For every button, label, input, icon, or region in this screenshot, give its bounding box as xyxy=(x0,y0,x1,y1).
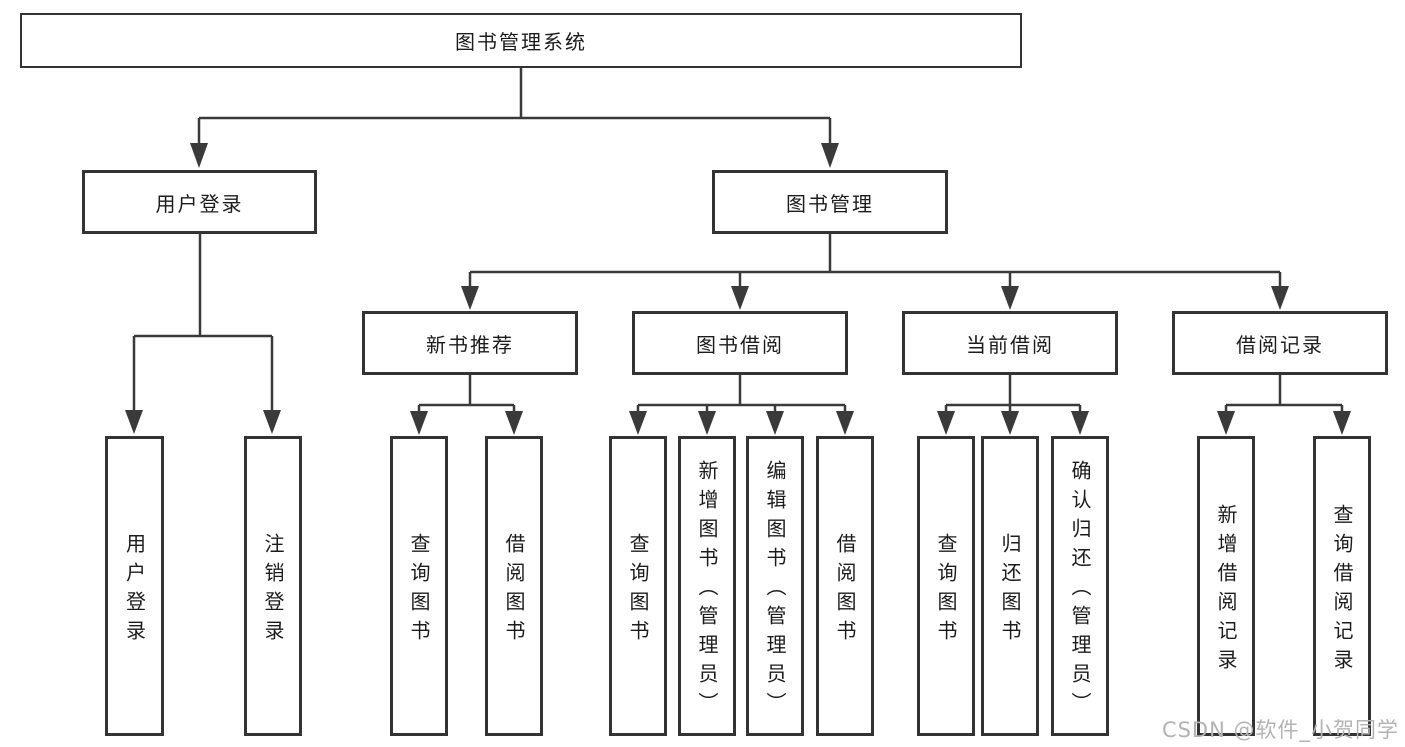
leaf-borrow-books-label: 借阅图书 xyxy=(833,532,857,649)
node-borrow-records-label: 借阅记录 xyxy=(1236,332,1324,357)
leaf-query-borrow-record: 查询借阅记录 xyxy=(1313,436,1371,736)
leaf-edit-book-admin: 编辑图书（管理员） xyxy=(746,436,804,736)
node-current-borrow-label: 当前借阅 xyxy=(966,332,1054,357)
node-book-borrow: 图书借阅 xyxy=(632,311,848,375)
arrowheads xyxy=(125,143,1351,435)
leaf-query-borrow-record-label: 查询借阅记录 xyxy=(1330,503,1354,678)
leaf-borrow-books-recommend-label: 借阅图书 xyxy=(502,532,526,649)
leaf-return-book: 归还图书 xyxy=(981,436,1039,736)
leaf-borrow-books-recommend: 借阅图书 xyxy=(485,436,543,736)
leaf-query-books-current-label: 查询图书 xyxy=(934,532,958,649)
node-root-label: 图书管理系统 xyxy=(455,30,587,54)
leaf-query-books-borrow: 查询图书 xyxy=(609,436,667,736)
leaf-query-books-current: 查询图书 xyxy=(917,436,975,736)
leaf-user-login: 用户登录 xyxy=(105,436,164,736)
node-book-management: 图书管理 xyxy=(712,170,948,234)
leaf-return-book-label: 归还图书 xyxy=(998,532,1022,649)
leaf-edit-book-admin-label: 编辑图书（管理员） xyxy=(763,460,787,721)
leaf-confirm-return-admin-label: 确认归还（管理员） xyxy=(1068,460,1092,721)
leaf-borrow-books: 借阅图书 xyxy=(816,436,874,736)
node-user-login: 用户登录 xyxy=(82,170,317,234)
node-new-book-recommend: 新书推荐 xyxy=(362,311,578,375)
leaf-query-books-recommend: 查询图书 xyxy=(390,436,448,736)
node-root: 图书管理系统 xyxy=(20,13,1022,68)
node-current-borrow: 当前借阅 xyxy=(902,311,1118,375)
node-user-login-label: 用户登录 xyxy=(155,191,244,216)
node-book-management-label: 图书管理 xyxy=(786,191,874,216)
leaf-add-book-admin: 新增图书（管理员） xyxy=(678,436,736,736)
node-book-borrow-label: 图书借阅 xyxy=(696,332,784,357)
leaf-add-borrow-record: 新增借阅记录 xyxy=(1197,436,1255,736)
leaf-add-book-admin-label: 新增图书（管理员） xyxy=(695,460,719,721)
leaf-confirm-return-admin: 确认归还（管理员） xyxy=(1051,436,1109,736)
leaf-add-borrow-record-label: 新增借阅记录 xyxy=(1214,503,1238,678)
node-new-book-recommend-label: 新书推荐 xyxy=(426,332,514,357)
leaf-logout: 注销登录 xyxy=(244,436,302,736)
leaf-query-books-recommend-label: 查询图书 xyxy=(407,532,431,649)
node-borrow-records: 借阅记录 xyxy=(1172,311,1388,375)
csdn-watermark: CSDN @软件_小贺同学 xyxy=(1161,718,1399,742)
leaf-user-login-label: 用户登录 xyxy=(122,532,147,649)
leaf-query-books-borrow-label: 查询图书 xyxy=(626,532,650,649)
leaf-logout-label: 注销登录 xyxy=(261,532,285,649)
